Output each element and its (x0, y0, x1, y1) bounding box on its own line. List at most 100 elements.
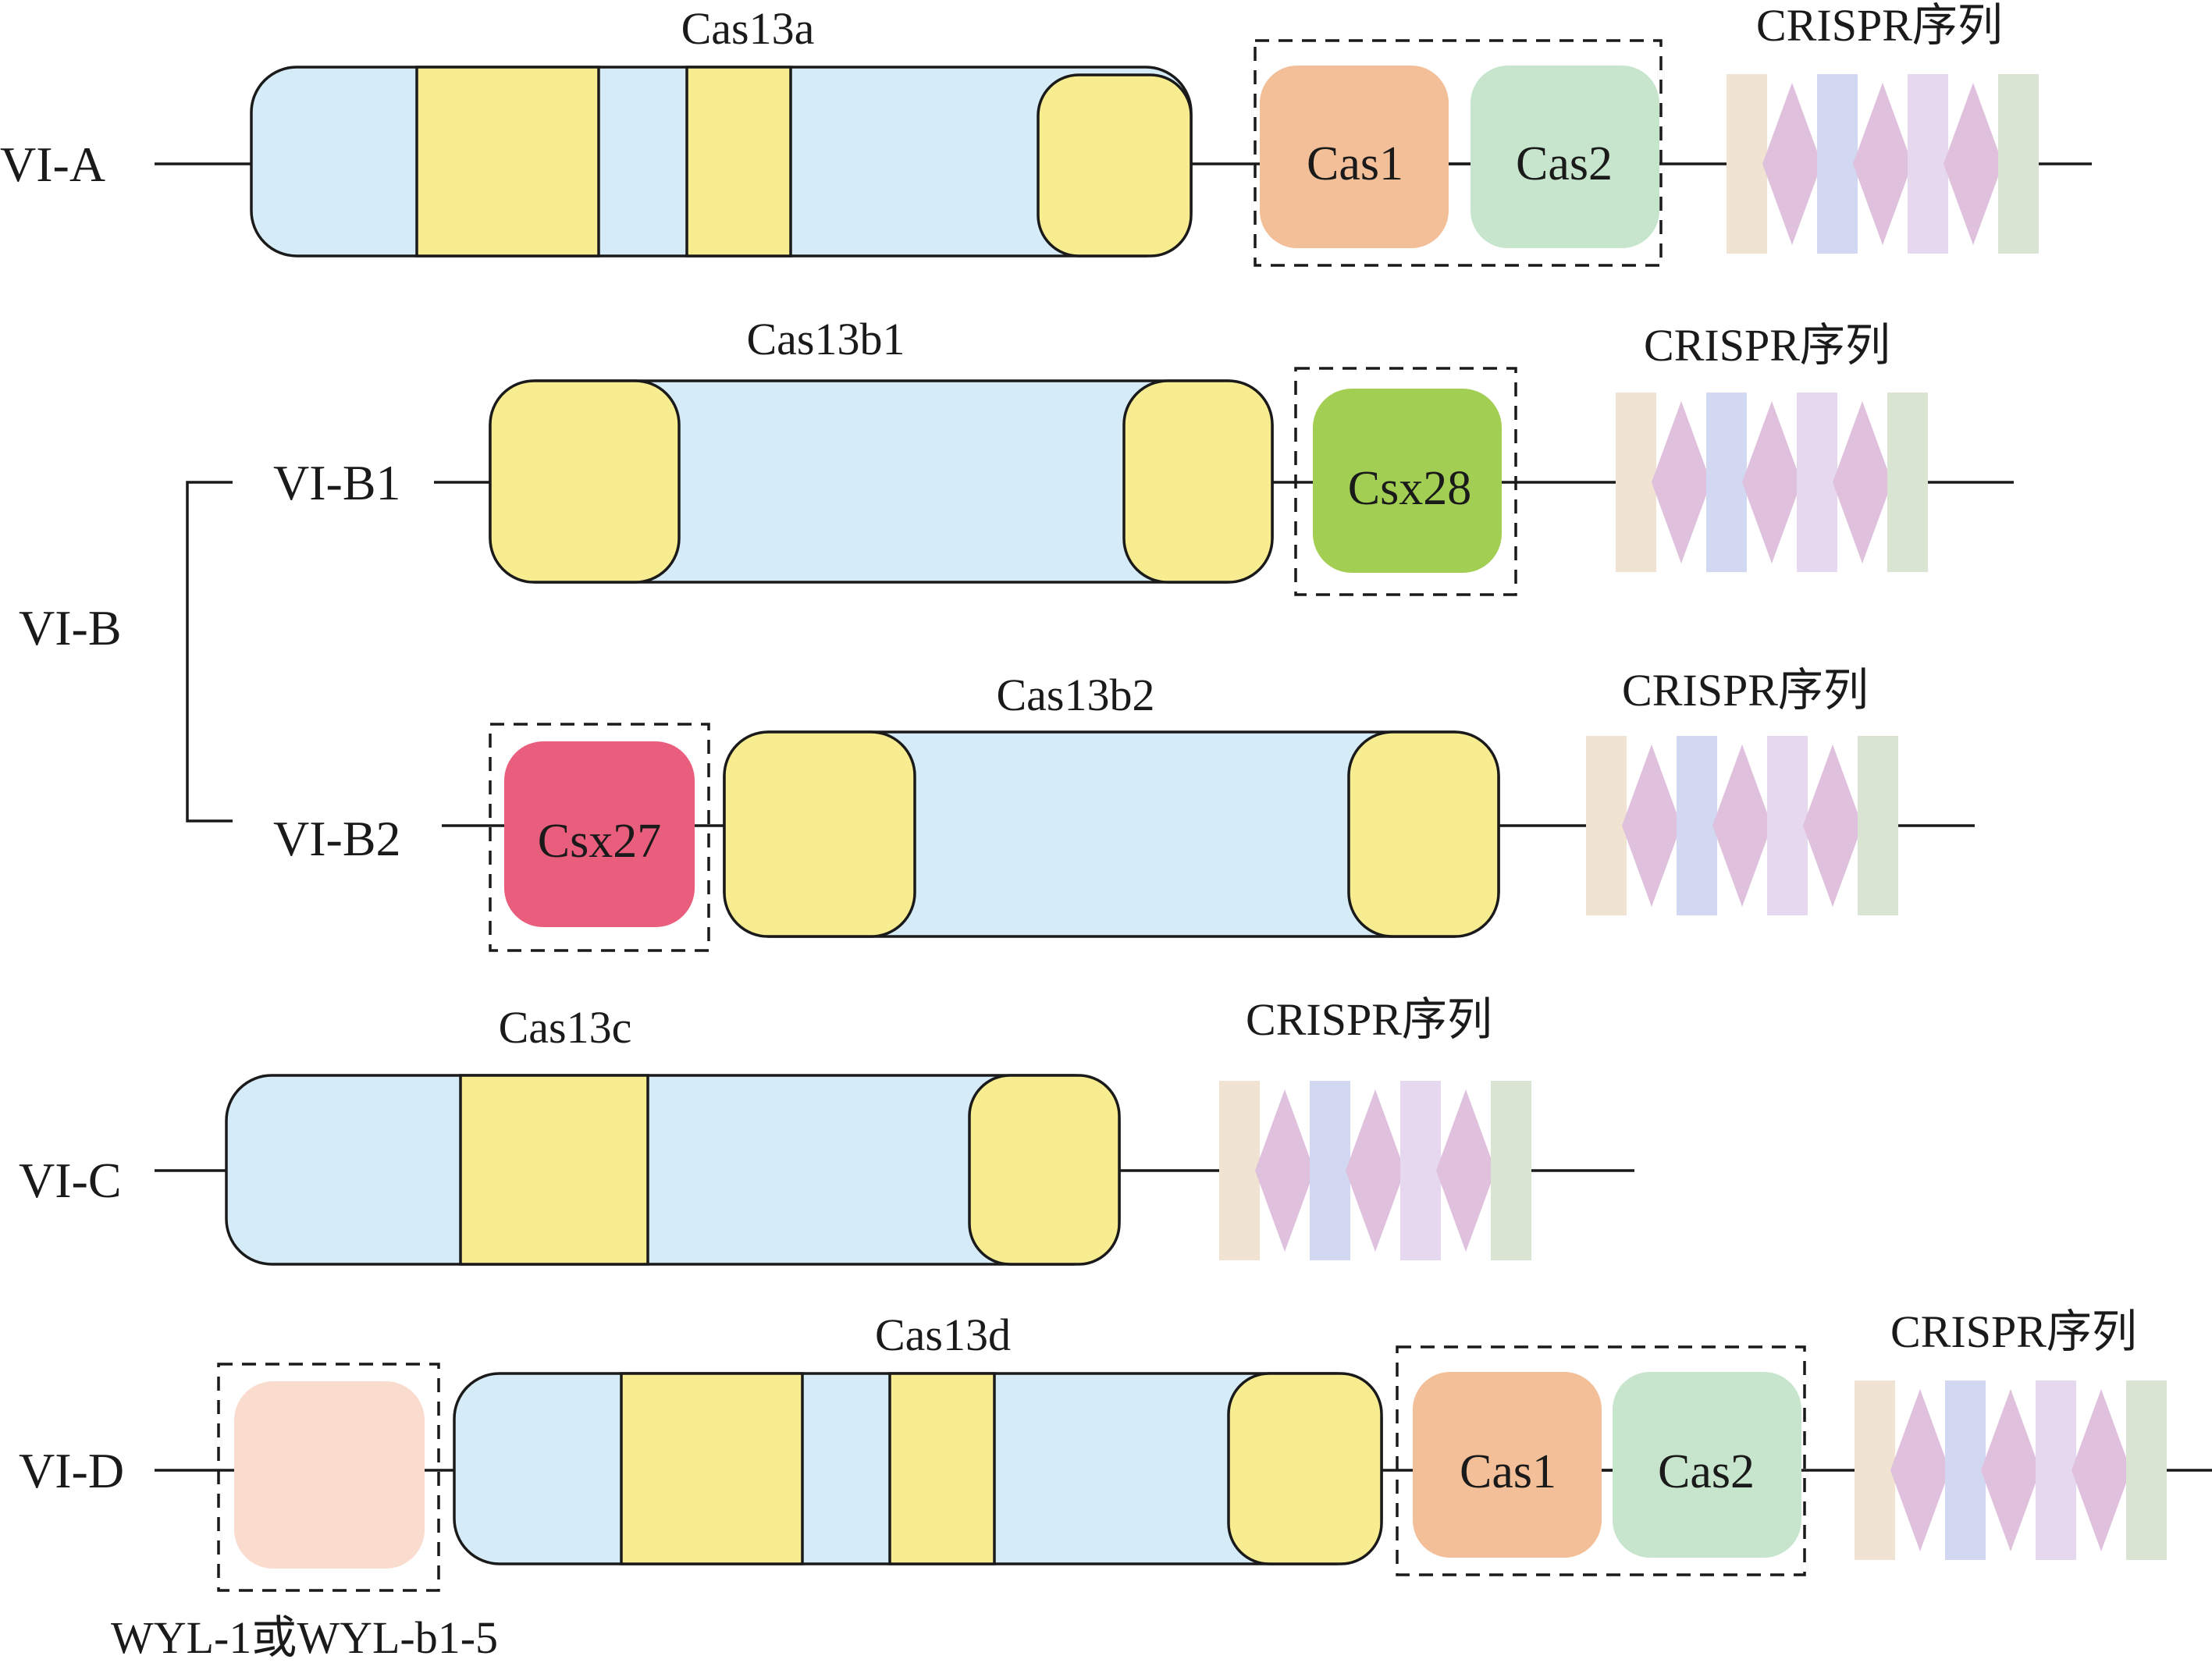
crispr-repeat (1855, 1381, 1895, 1560)
row-vi-d: VI-D WYL-1或WYL-b1-5 Cas13d Cas1 Cas2 CRI… (19, 1306, 2212, 1663)
crispr-spacer (1944, 83, 2003, 245)
accessory-box (1294, 367, 1517, 596)
crispr-repeat (1491, 1081, 1531, 1260)
row-label-vi-b2: VI-B2 (273, 811, 401, 866)
wyl-label: WYL-1或WYL-b1-5 (111, 1612, 498, 1663)
crispr-repeat (1310, 1081, 1350, 1260)
cas2-box (1613, 1372, 1801, 1558)
wyl-box (217, 1363, 440, 1592)
domain-end-cap (489, 379, 681, 584)
crispr-repeat (1727, 74, 1767, 254)
crispr-spacer (1833, 401, 1892, 563)
cas2-label: Cas2 (1658, 1445, 1755, 1498)
crispr-repeat (1998, 74, 2039, 254)
crispr-spacer (1346, 1089, 1405, 1252)
domain-block (459, 1074, 649, 1266)
crispr-array (1855, 1381, 2167, 1560)
crispr-repeat (1586, 736, 1627, 915)
protein-label-cas13a: Cas13a (681, 3, 815, 54)
crispr-spacer (1652, 401, 1711, 563)
row-label-vi-b: VI-B (19, 600, 122, 656)
crispr-repeat (1945, 1381, 1986, 1560)
row-vi-c: VI-C Cas13c CRISPR序列 (19, 994, 1634, 1266)
wyl-protein (234, 1381, 425, 1569)
crispr-repeat (1616, 393, 1656, 572)
domain-end-cap (968, 1074, 1121, 1266)
crispr-label: CRISPR序列 (1644, 320, 1890, 371)
crispr-spacer (1255, 1089, 1314, 1252)
domain-block (415, 66, 600, 258)
crispr-repeat (1887, 393, 1928, 572)
domain-end-cap (1227, 1372, 1383, 1565)
row-label-vi-b1: VI-B1 (273, 455, 401, 510)
crispr-label: CRISPR序列 (1756, 0, 2003, 51)
protein-label-cas13c: Cas13c (499, 1002, 632, 1053)
domain-block (620, 1372, 804, 1565)
protein-cas13c (225, 1074, 1121, 1266)
domain-end-cap (723, 730, 916, 938)
protein-label-cas13b1: Cas13b1 (747, 314, 905, 364)
crispr-array (1616, 393, 1928, 572)
cas1-box (1413, 1372, 1602, 1558)
domain-block (685, 66, 792, 258)
vi-b-group: VI-B (19, 481, 233, 823)
crispr-repeat (1400, 1081, 1441, 1260)
protein-cas13a (250, 66, 1193, 258)
cas1-label: Cas1 (1460, 1445, 1556, 1498)
accessory-box (489, 723, 710, 952)
crispr-spacer (1712, 744, 1772, 907)
crispr-label: CRISPR序列 (1246, 994, 1492, 1045)
row-label-vi-c: VI-C (19, 1153, 122, 1208)
crispr-spacer (1981, 1389, 2040, 1551)
domain-end-cap (1037, 73, 1193, 258)
csx28-label: Csx28 (1348, 462, 1471, 515)
crispr-spacer (1436, 1089, 1495, 1252)
csx28-box (1313, 389, 1502, 573)
row-vi-b1: VI-B1 Cas13b1 Csx28 CRISPR序列 (273, 314, 2014, 596)
row-label-vi-d: VI-D (19, 1443, 124, 1498)
crispr-spacer (2072, 1389, 2131, 1551)
crispr-repeat (2036, 1381, 2076, 1560)
crispr-repeat (1677, 736, 1717, 915)
crispr-label: CRISPR序列 (1890, 1306, 2137, 1357)
crispr-repeat (1858, 736, 1898, 915)
vi-b-bracket (186, 481, 233, 823)
protein-label-cas13d: Cas13d (875, 1309, 1011, 1360)
crispr-repeat (1908, 74, 1948, 254)
protein-cas13b2 (723, 730, 1500, 938)
csx27-box (504, 741, 695, 927)
protein-cas13d (453, 1372, 1383, 1565)
crispr-spacer (1890, 1389, 1950, 1551)
crispr-spacer (1803, 744, 1862, 907)
crispr-array (1727, 74, 2039, 254)
domain-end-cap (1347, 730, 1500, 938)
domain-block (888, 1372, 996, 1565)
cas1-label: Cas1 (1307, 137, 1403, 190)
crispr-array (1586, 736, 1898, 915)
adaptation-module-box (1396, 1345, 1806, 1576)
cas1-box (1260, 66, 1449, 248)
protein-label-cas13b2: Cas13b2 (997, 670, 1155, 720)
crispr-repeat (2126, 1381, 2167, 1560)
crispr-repeat (1817, 74, 1858, 254)
crispr-repeat (1219, 1081, 1260, 1260)
crispr-array (1219, 1081, 1531, 1260)
crispr-spacer (1742, 401, 1801, 563)
row-label-vi-a: VI-A (0, 137, 105, 192)
csx27-label: Csx27 (538, 815, 661, 868)
crispr-label: CRISPR序列 (1622, 665, 1869, 716)
row-vi-b2: VI-B2 Csx27 Cas13b2 CRISPR序列 (273, 665, 1975, 952)
cas2-box (1471, 66, 1659, 248)
protein-cas13b1 (489, 379, 1274, 584)
crispr-spacer (1853, 83, 1912, 245)
crispr-spacer (1762, 83, 1822, 245)
crispr-repeat (1767, 736, 1808, 915)
crispr-repeat (1706, 393, 1747, 572)
adaptation-module-box (1254, 39, 1663, 267)
crispr-repeat (1797, 393, 1837, 572)
crispr-spacer (1622, 744, 1681, 907)
domain-end-cap (1122, 379, 1274, 584)
row-vi-a: VI-A Cas13a Cas1 Cas2 CRISPR序列 (0, 0, 2092, 267)
cas2-label: Cas2 (1516, 137, 1613, 190)
